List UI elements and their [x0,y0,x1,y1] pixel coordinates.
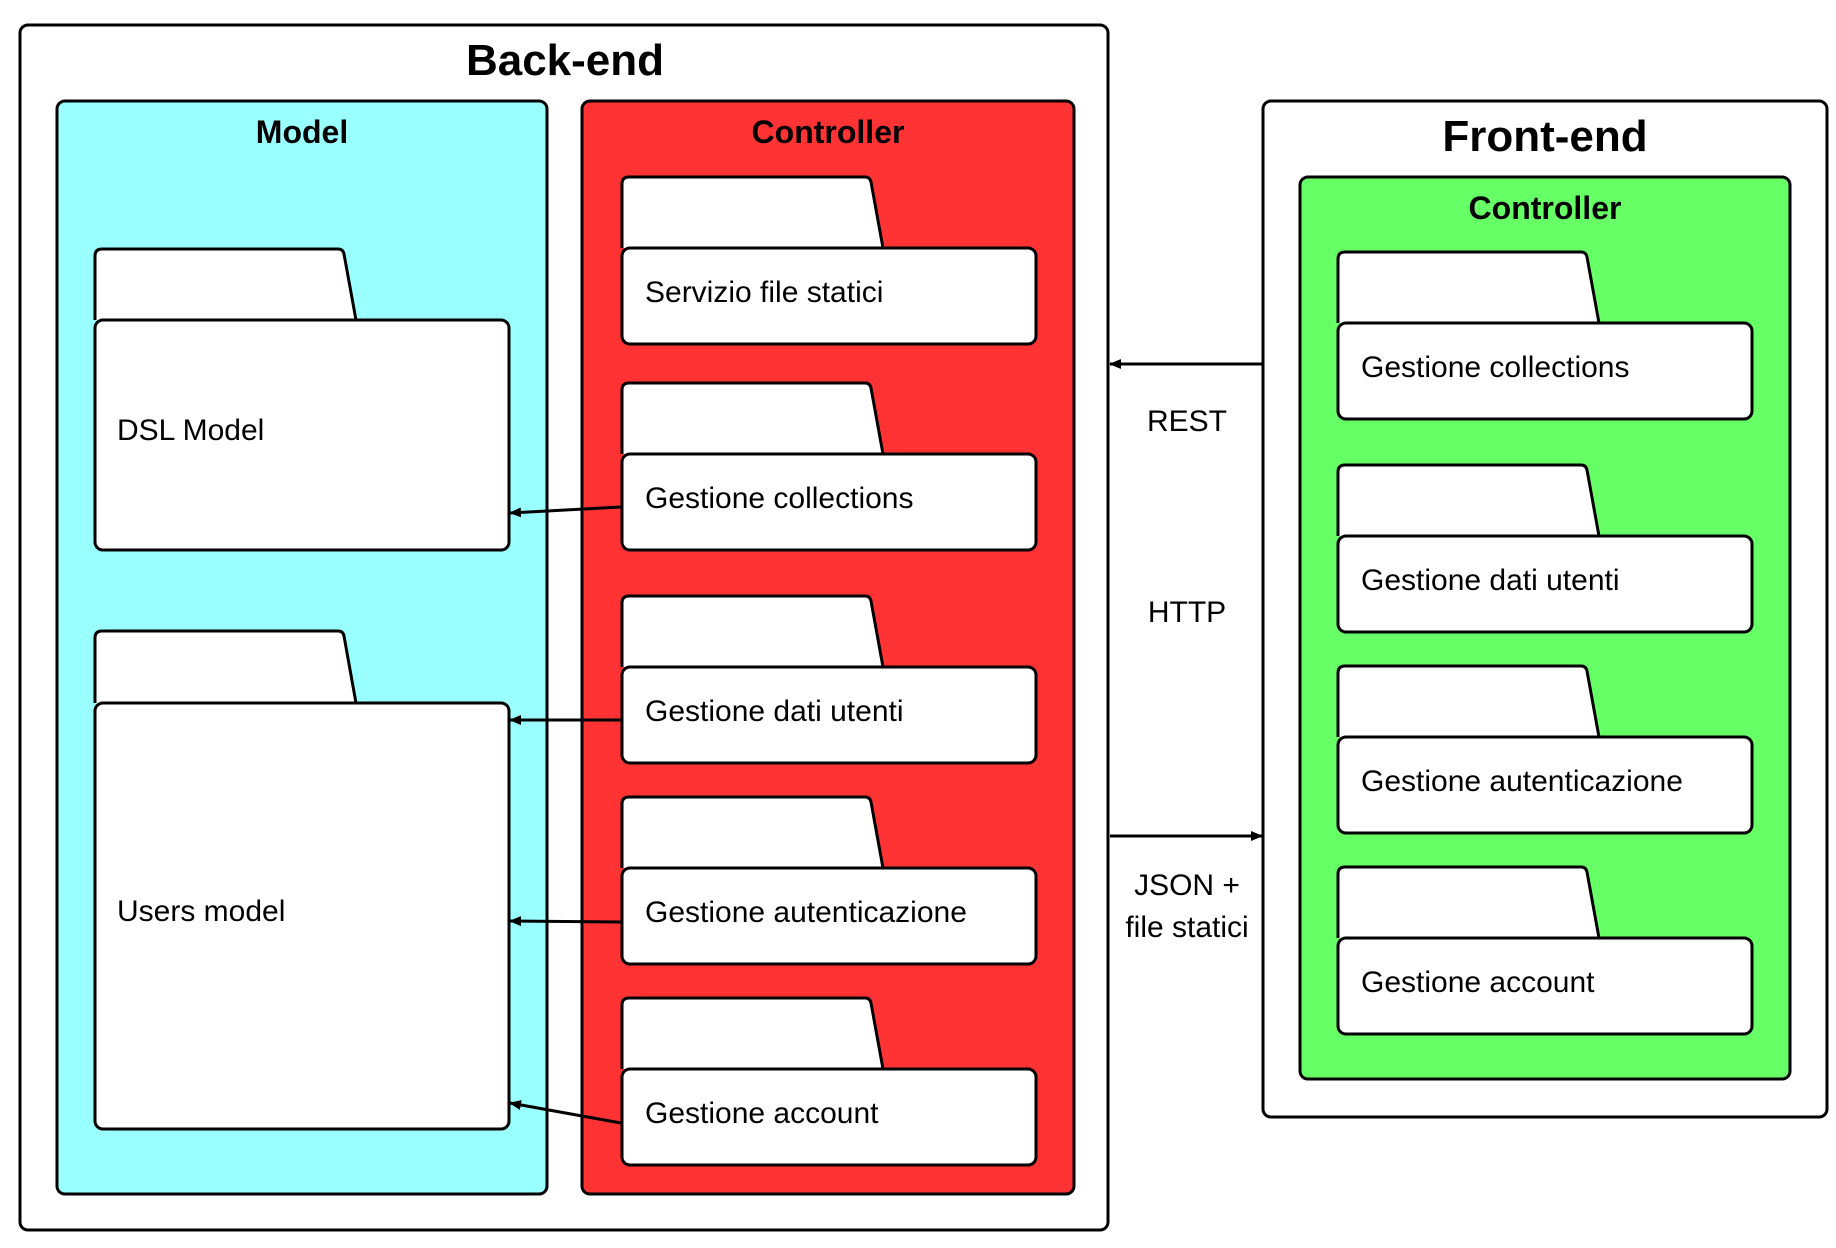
package-label: Servizio file statici [645,276,883,309]
package-gestione-collections: Gestione collections [620,381,1038,552]
connection-label-file-statici: file statici [1125,911,1248,944]
package-label: Users model [117,895,285,928]
package-label: Gestione dati utenti [645,695,904,728]
package-label: Gestione autenticazione [1361,765,1683,798]
package-label: Gestione collections [1361,351,1629,384]
arrow-collections-to-dsl-model [509,505,622,518]
package-label: DSL Model [117,414,264,447]
package-servizio-file-statici: Servizio file statici [620,175,1038,346]
backend-model-group: Model DSL Model Users model [55,99,549,1196]
package-label: Gestione dati utenti [1361,564,1620,597]
frontend-title: Front-end [1442,112,1647,161]
model-title: Model [256,114,348,150]
dependency-arrows [509,505,622,1125]
package-gestione-dati-utenti: Gestione dati utenti [620,594,1038,765]
package-gestione-account: Gestione account [620,996,1038,1167]
connection-label-json: JSON + [1134,869,1240,902]
backend-controller-title: Controller [752,114,905,150]
connection-label-http: HTTP [1148,596,1226,629]
arrow-account-to-users-model [509,1100,622,1125]
package-gestione-autenticazione: Gestione autenticazione [620,795,1038,966]
package-label: Gestione collections [645,482,913,515]
backend-title: Back-end [466,36,664,85]
package-dsl-model: DSL Model [93,247,511,552]
package-label: Gestione autenticazione [645,896,967,929]
package-label: Gestione account [645,1097,879,1130]
package-fe-gestione-autenticazione: Gestione autenticazione [1336,664,1754,835]
connection-group: REST HTTP JSON + file statici [1109,359,1263,944]
connection-label-rest: REST [1147,405,1227,438]
package-fe-gestione-collections: Gestione collections [1336,250,1754,421]
frontend-controller-title: Controller [1469,190,1622,226]
backend-controller-group: Controller Servizio file statici Gestion… [580,99,1076,1196]
frontend-controller-group: Controller Gestione collections Gestione… [1298,175,1792,1081]
arrow-autenticazione-to-users-model [509,916,622,927]
package-label: Gestione account [1361,966,1595,999]
package-fe-gestione-dati-utenti: Gestione dati utenti [1336,463,1754,634]
package-users-model: Users model [93,629,511,1131]
package-fe-gestione-account: Gestione account [1336,865,1754,1036]
